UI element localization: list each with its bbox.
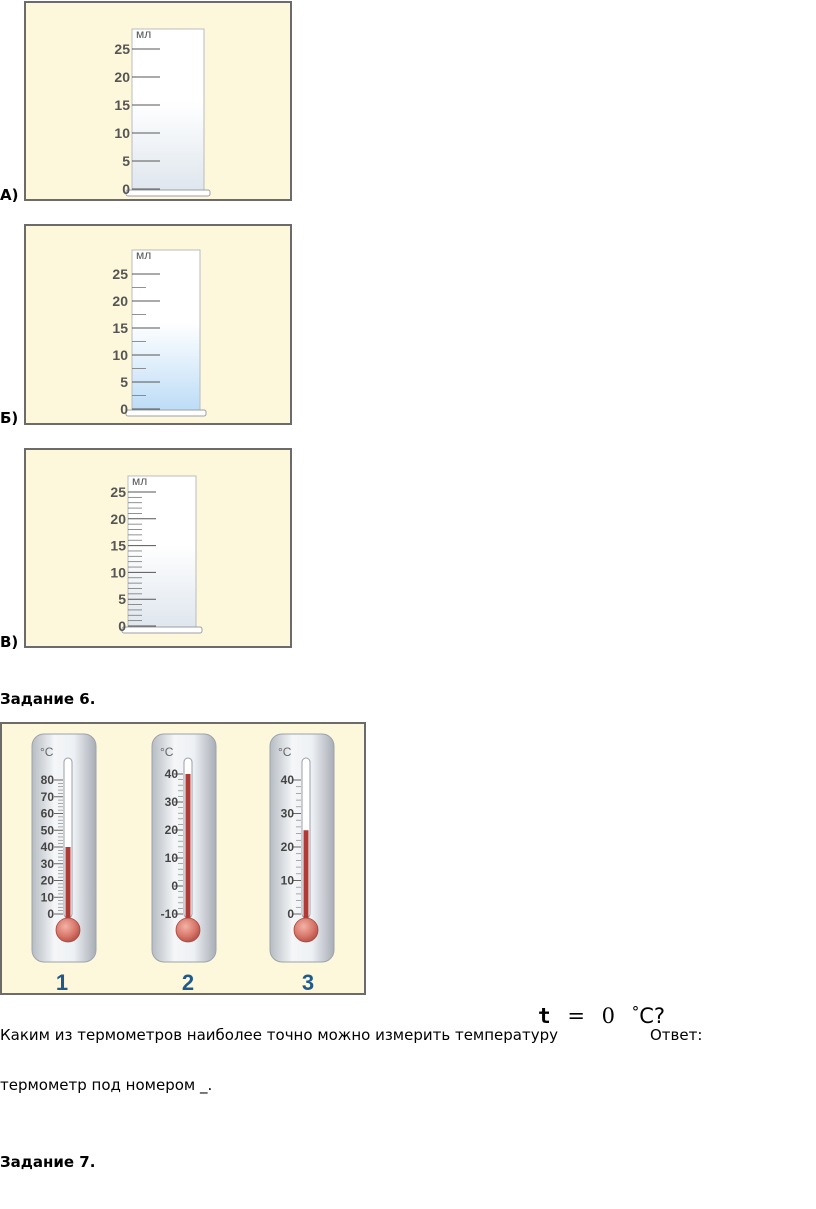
cylinder-figure-a: мл 25 20 15 10 5 0: [24, 1, 292, 201]
option-label-b: Б): [0, 409, 19, 427]
cylinder-unit-label: мл: [136, 27, 151, 41]
thermometer-scale-label: 70: [41, 790, 55, 804]
cylinder-scale-label: 0: [120, 401, 128, 417]
thermometer-mercury: [185, 774, 191, 932]
graduated-cylinder-c: мл 25 20 15 10 5 0: [110, 474, 203, 634]
cylinder-scale-label: 15: [112, 320, 128, 336]
thermometer-number: 2: [182, 970, 194, 993]
formula-equals: =: [567, 1004, 585, 1028]
thermometer-scale-label: 30: [281, 807, 295, 821]
thermometer-mercury: [303, 830, 309, 932]
thermometer-scale-label: 20: [41, 874, 55, 888]
cylinder-scale-label: 10: [110, 564, 126, 580]
answer-line: термометр под номером _.: [0, 1076, 213, 1094]
formula-variable: t: [538, 1004, 551, 1028]
thermometer-scale-label: 40: [41, 840, 55, 854]
cylinder-unit-label: мл: [132, 474, 147, 488]
thermometer-scale-label: 10: [41, 890, 55, 904]
thermometer-scale-label: 30: [165, 795, 179, 809]
cylinder-scale-label: 25: [112, 266, 128, 282]
formula-degree: °: [631, 1003, 640, 1021]
thermometer-mercury: [65, 847, 71, 932]
cylinder-scale-label: 0: [118, 618, 126, 634]
cylinder-unit-label: мл: [136, 248, 151, 262]
thermometer-scale-label: 20: [165, 823, 179, 837]
cylinder-scale-label: 5: [120, 374, 128, 390]
thermometer-number: 3: [302, 970, 314, 993]
cylinder-base: [125, 189, 211, 197]
thermometer-bulb: [293, 917, 319, 943]
cylinder-scale-label: 20: [112, 293, 128, 309]
cylinder-scale-label: 15: [110, 538, 126, 554]
thermometer-scale-label: 50: [41, 823, 55, 837]
thermometer-scale-label: 80: [41, 773, 55, 787]
cylinder-figure-b: мл 25 20 15 10 5 0: [24, 224, 292, 425]
option-label-a: А): [0, 186, 19, 204]
thermometer-scale-label: 60: [41, 807, 55, 821]
cylinder-scale-label: 25: [114, 41, 130, 57]
cylinder-scale-label: 10: [112, 347, 128, 363]
answer-label: Ответ:: [650, 1026, 703, 1044]
task6-question: Каким из термометров наиболее точно можн…: [0, 1026, 559, 1044]
thermometer-scale-label: 20: [281, 840, 295, 854]
option-label-c: В): [0, 633, 19, 651]
temperature-formula: t = 0 °С?: [538, 1003, 665, 1028]
cylinder-scale-label: 10: [114, 125, 130, 141]
formula-value: 0: [601, 1004, 616, 1028]
cylinder-scale-label: 20: [114, 69, 130, 85]
cylinder-tube: [127, 475, 197, 629]
thermometer-scale-label: 0: [47, 907, 54, 921]
cylinder-base: [125, 409, 207, 417]
thermometer-bulb: [175, 917, 201, 943]
cylinder-scale-label: 15: [114, 97, 130, 113]
thermometer-scale-label: -10: [161, 907, 179, 921]
cylinder-scale-label: 0: [122, 181, 130, 197]
formula-unit: С?: [639, 1004, 666, 1028]
cylinder-scale-label: 25: [110, 484, 126, 500]
thermometer-scale-label: 10: [281, 874, 295, 888]
thermometer-scale-label: 40: [281, 773, 295, 787]
cylinder-tube: [131, 28, 205, 192]
thermometer-scale-label: 40: [165, 767, 179, 781]
thermometer-scale-label: 0: [171, 879, 178, 893]
cylinder-scale-label: 5: [122, 153, 130, 169]
cylinder-base: [121, 626, 203, 634]
thermometer-scale-label: 0: [287, 907, 294, 921]
cylinder-figure-c: мл 25 20 15 10 5 0: [24, 448, 292, 648]
task7-heading: Задание 7.: [0, 1153, 96, 1171]
graduated-cylinder-a: мл 25 20 15 10 5 0: [114, 27, 211, 197]
graduated-cylinder-b: мл 25 20 15 10 5 0: [112, 248, 207, 417]
cylinder-scale-label: 5: [118, 591, 126, 607]
thermometer-unit: °C: [278, 745, 292, 759]
thermometer-unit: °C: [160, 745, 174, 759]
thermometer-scale-label: 10: [165, 851, 179, 865]
thermometer-scale-label: 30: [41, 857, 55, 871]
cylinder-scale-label: 20: [110, 511, 126, 527]
thermometers-illustration: °C807060504030201001°C403020100-102°C403…: [31, 733, 335, 993]
thermometer-bulb: [55, 917, 81, 943]
thermometer-number: 1: [56, 970, 68, 993]
task6-heading: Задание 6.: [0, 690, 96, 708]
thermometer-unit: °C: [40, 745, 54, 759]
